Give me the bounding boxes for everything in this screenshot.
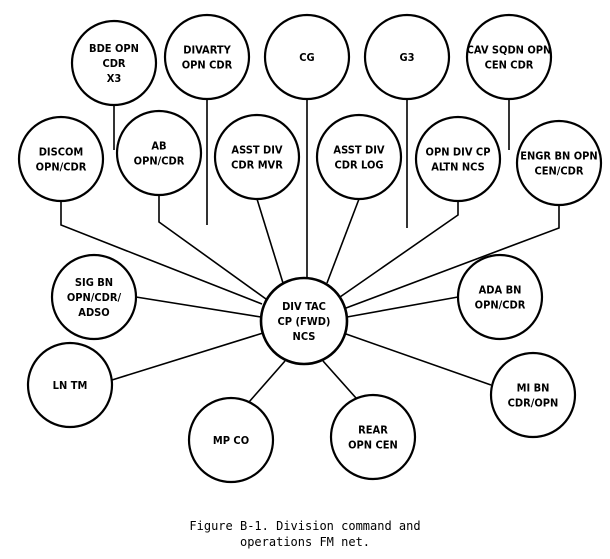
mi-bn-label-line: CDR/OPN [508,397,559,410]
node-hub: DIV TAC CP (FWD) NCS [259,276,349,366]
connector-lines [60,99,560,403]
connector-engr-bn [345,205,560,309]
cav-sqdn-circle [465,13,553,101]
connector-asst-div-log [326,198,360,284]
mi-bn-label-line: MI BN [517,382,550,395]
node-rear: REAR OPN CEN [329,393,417,481]
sig-bn-circle [50,253,138,341]
discom-label-line: DISCOM [39,146,84,159]
node-sig-bn: SIG BN OPN/CDR/ADSO [50,253,138,341]
rear-label-line: REAR [358,424,388,437]
asst-div-mvr-label-line: CDR MVR [231,159,283,172]
connector-rear [322,360,357,399]
engr-bn-circle [515,119,603,207]
rear-label-line: OPN CEN [348,439,398,452]
divarty-label-line: DIVARTY [183,44,231,57]
mi-bn-circle [489,351,577,439]
node-opn-div-cp: OPN DIV CP ALTN NCS [414,115,502,203]
asst-div-log-circle [315,113,403,201]
hub-label-line: NCS [293,330,316,343]
asst-div-log-label-line: CDR LOG [335,159,384,172]
fm-net-diagram: BDE OPN CDR X3 DIVARTY OPN CDR CG G3 CAV SQDN O… [17,13,603,484]
sig-bn-label-line: SIG BN [75,276,113,289]
hub-circle [259,276,349,366]
g3-circle [363,13,451,101]
ada-bn-circle [456,253,544,341]
connector-ada-bn [346,296,459,318]
ab-label-line: AB [151,140,166,153]
connector-ab [158,195,267,300]
bde-opn-label-line: CDR [102,57,125,70]
mp-co-label-line: MP CO [213,434,249,447]
net-stations: BDE OPN CDR X3 DIVARTY OPN CDR CG G3 CAV SQDN O… [17,13,603,484]
opn-div-cp-label-line: OPN DIV CP [426,146,491,159]
node-engr-bn: ENGR BN OPN CEN/CDR [515,119,603,207]
connector-opn-div-cp [339,201,459,298]
caption-line-1: Figure B-1. Division command and [189,519,421,533]
node-ab: AB OPN/CDR [115,109,203,197]
node-asst-div-mvr: ASST DIV CDR MVR [213,113,301,201]
ab-circle [115,109,203,197]
ada-bn-label-line: OPN/CDR [475,299,526,312]
sig-bn-label-line: ADSO [78,306,109,319]
node-ada-bn: ADA BN OPN/CDR [456,253,544,341]
node-cg: CG [263,13,351,101]
divarty-label-line: OPN CDR [182,59,233,72]
node-mp-co: MP CO [187,396,275,484]
cg-label-line: CG [299,51,314,64]
ab-label-line: OPN/CDR [134,155,185,168]
cg-circle [263,13,351,101]
sig-bn-label-line: OPN/CDR/ [67,291,122,304]
node-ln-tm: LN TM [26,341,114,429]
bde-opn-label-line: BDE OPN [89,42,139,55]
node-bde-opn: BDE OPN CDR X3 [70,19,158,107]
ln-tm-label-line: LN TM [53,379,88,392]
figure-caption: Figure B-1. Division command and operati… [0,518,610,550]
g3-label-line: G3 [399,51,414,64]
node-mi-bn: MI BN CDR/OPN [489,351,577,439]
engr-bn-label-line: ENGR BN OPN [520,150,597,163]
node-g3: G3 [363,13,451,101]
engr-bn-label-line: CEN/CDR [534,165,583,178]
mp-co-circle [187,396,275,484]
opn-div-cp-label-line: ALTN NCS [431,161,485,174]
discom-circle [17,115,105,203]
connector-sig-bn [135,296,262,318]
asst-div-log-label-line: ASST DIV [333,144,385,157]
node-asst-div-log: ASST DIV CDR LOG [315,113,403,201]
ln-tm-circle [26,341,114,429]
connector-asst-div-mvr [256,198,284,284]
connector-mi-bn [345,333,492,386]
discom-label-line: OPN/CDR [36,161,87,174]
node-discom: DISCOM OPN/CDR [17,115,105,203]
rear-circle [329,393,417,481]
divarty-circle [163,13,251,101]
cav-sqdn-label-line: CAV SQDN OPN [467,44,552,57]
connector-mp-co [248,360,286,403]
node-divarty: DIVARTY OPN CDR [163,13,251,101]
cav-sqdn-label-line: CEN CDR [485,59,534,72]
connector-ln-tm [111,332,264,381]
connector-discom [60,201,263,305]
hub-label-line: CP (FWD) [278,315,331,328]
bde-opn-circle [70,19,158,107]
bde-opn-label-line: X3 [107,72,122,85]
opn-div-cp-circle [414,115,502,203]
asst-div-mvr-label-line: ASST DIV [231,144,283,157]
hub-label-line: DIV TAC [282,300,326,313]
asst-div-mvr-circle [213,113,301,201]
ada-bn-label-line: ADA BN [479,284,522,297]
node-cav-sqdn: CAV SQDN OPN CEN CDR [465,13,553,101]
caption-line-2: operations FM net. [239,535,371,549]
